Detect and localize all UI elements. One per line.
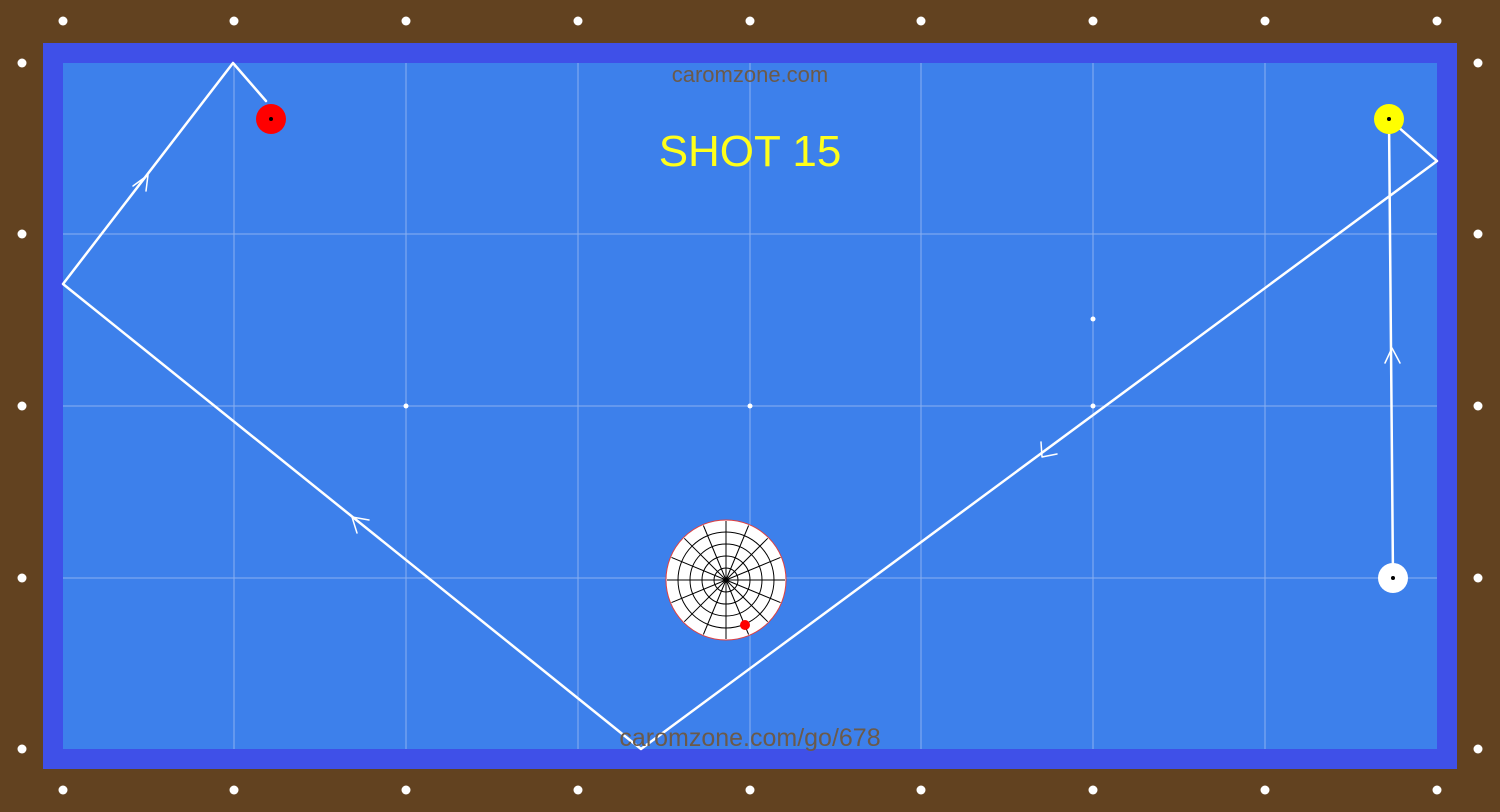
rail-diamonds bbox=[17, 16, 1483, 795]
spin-spoke bbox=[671, 579, 727, 604]
site-watermark: caromzone.com bbox=[672, 62, 829, 87]
diamond-icon bbox=[573, 16, 583, 26]
shot-title: SHOT 15 bbox=[659, 127, 842, 176]
diamond-icon bbox=[916, 785, 926, 795]
diamond-icon bbox=[229, 16, 239, 26]
diamond-icon bbox=[1260, 16, 1270, 26]
spin-spoke bbox=[683, 579, 727, 623]
diamond-icon bbox=[17, 744, 27, 754]
yellow-ball bbox=[1374, 104, 1404, 134]
direction-arrow-icon bbox=[132, 174, 149, 192]
diamond-icon bbox=[1088, 785, 1098, 795]
spot-icon bbox=[1090, 403, 1096, 409]
ball-center-dot bbox=[269, 117, 273, 121]
diamond-icon bbox=[1473, 744, 1483, 754]
diamond-icon bbox=[916, 16, 926, 26]
spot-icon bbox=[747, 403, 753, 409]
ball-center-dot bbox=[1391, 576, 1395, 580]
diamond-icon bbox=[1473, 573, 1483, 583]
spin-contact-marker bbox=[740, 620, 750, 630]
diamond-icon bbox=[58, 785, 68, 795]
diamond-icon bbox=[58, 16, 68, 26]
diamond-icon bbox=[17, 229, 27, 239]
diamond-icon bbox=[573, 785, 583, 795]
diamond-icon bbox=[1260, 785, 1270, 795]
direction-arrow-icon bbox=[351, 516, 370, 534]
diamond-icon bbox=[745, 16, 755, 26]
diamond-icon bbox=[1473, 229, 1483, 239]
direction-arrow-icon bbox=[1040, 441, 1058, 458]
diamond-icon bbox=[17, 58, 27, 68]
red-ball bbox=[256, 104, 286, 134]
spin-spoke bbox=[725, 579, 781, 604]
ball-center-dot bbox=[1387, 117, 1391, 121]
diamond-icon bbox=[17, 401, 27, 411]
spin-spoke bbox=[725, 525, 750, 581]
spin-spoke bbox=[702, 525, 727, 581]
diamond-icon bbox=[1432, 16, 1442, 26]
diamond-icon bbox=[1432, 785, 1442, 795]
spin-spoke bbox=[671, 556, 727, 581]
diamond-icon bbox=[745, 785, 755, 795]
spin-spoke bbox=[725, 579, 769, 623]
shot-link-watermark: caromzone.com/go/678 bbox=[619, 724, 880, 752]
spin-spoke bbox=[683, 537, 727, 581]
diamond-icon bbox=[1473, 401, 1483, 411]
direction-arrow-icon bbox=[1384, 347, 1401, 364]
diamond-icon bbox=[1473, 58, 1483, 68]
spin-spoke bbox=[725, 537, 769, 581]
spin-target-spokes bbox=[667, 521, 785, 639]
spin-spoke bbox=[702, 579, 727, 635]
table-spots bbox=[403, 316, 1096, 409]
diamond-icon bbox=[17, 573, 27, 583]
diamond-icon bbox=[229, 785, 239, 795]
spot-icon bbox=[403, 403, 409, 409]
diamond-icon bbox=[1088, 16, 1098, 26]
diamond-icon bbox=[401, 16, 411, 26]
spin-spoke bbox=[725, 556, 781, 581]
white-cue-ball bbox=[1378, 563, 1408, 593]
spot-icon bbox=[1090, 316, 1096, 322]
diamond-icon bbox=[401, 785, 411, 795]
spin-target-icon bbox=[665, 519, 787, 641]
